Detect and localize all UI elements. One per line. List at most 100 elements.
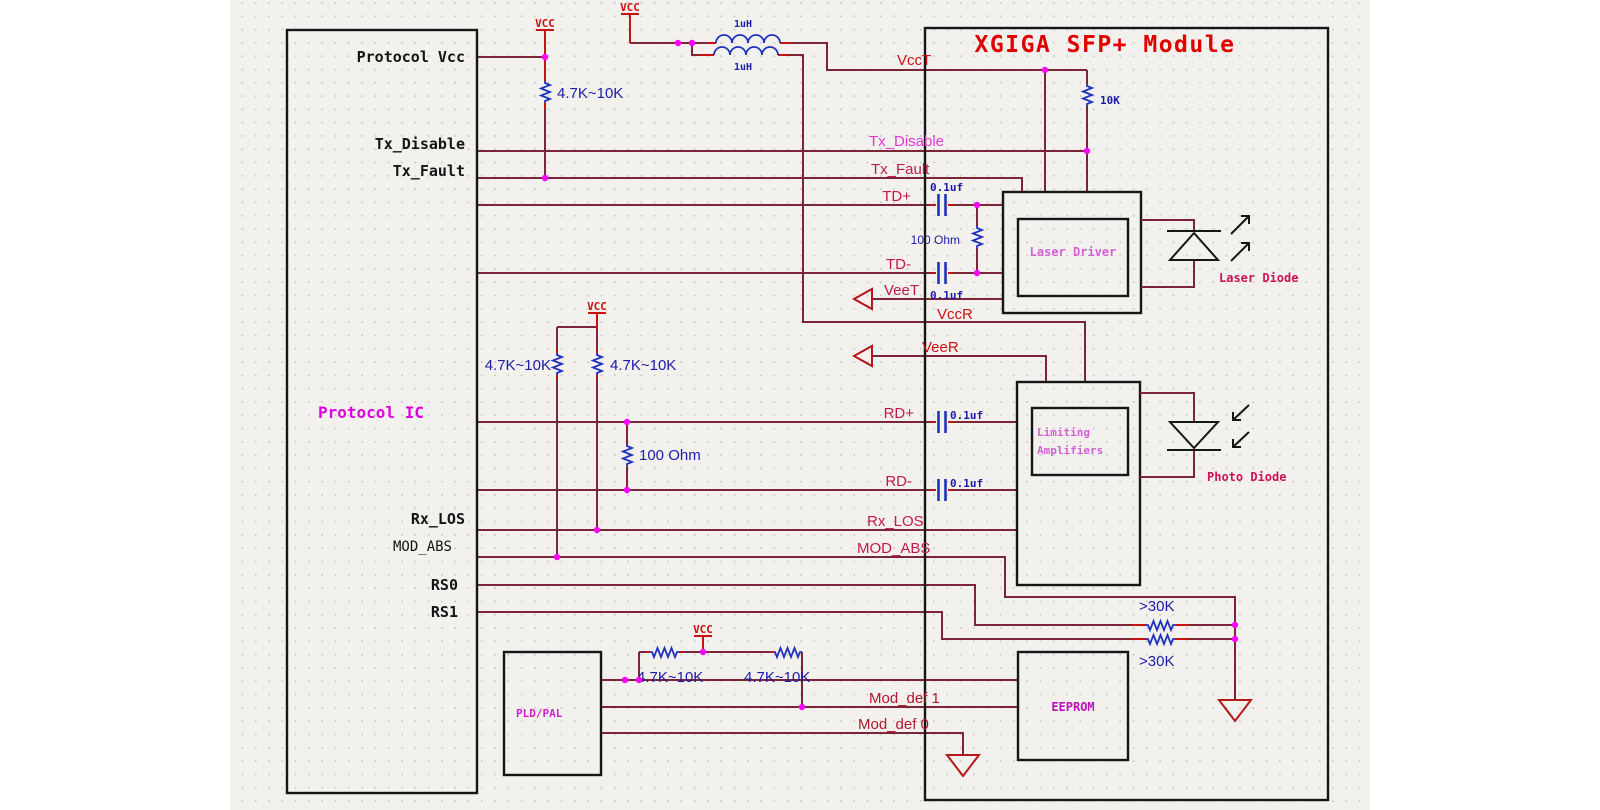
signal-label-tx-fault: Tx_Fault <box>871 161 930 178</box>
limiting-amplifiers-box: Limiting Amplifiers <box>1015 380 1142 587</box>
signal-label-td-plus: TD+ <box>882 188 911 205</box>
protocol-ic-label: Protocol IC <box>318 403 424 422</box>
wire-veer <box>872 355 1047 382</box>
signal-label-veer: VeeR <box>922 339 959 356</box>
sheet-grid <box>230 0 1370 810</box>
vcc-label: VCC <box>693 623 713 636</box>
junction-dot <box>973 201 981 209</box>
resistor-pullup-bottom-right: 4.7K~10K <box>744 645 810 686</box>
inductor-1uh-top: 1uH <box>708 19 791 44</box>
resistor-value: 4.7K~10K <box>485 357 551 374</box>
junction-dot <box>541 174 549 182</box>
capacitor-value: 0.1uf <box>950 409 983 422</box>
capacitor-td-minus: 0.1uf <box>930 262 963 302</box>
junction-dot <box>621 676 629 684</box>
resistor-value: 10K <box>1100 94 1120 107</box>
wire-vccr <box>789 54 1086 382</box>
laser-diode-icon <box>1141 215 1250 288</box>
junction-dot <box>699 648 707 656</box>
veet-arrow-icon <box>851 287 873 311</box>
junction-dot <box>541 53 549 61</box>
resistor-value: >30K <box>1139 598 1174 615</box>
signal-label-rx-los: Rx_LOS <box>867 513 924 530</box>
pld-pal-box: PLD/PAL <box>502 650 603 777</box>
resistor-30k-rs1: >30K <box>1132 632 1189 670</box>
wire-pullups-to-los-abs <box>556 375 598 557</box>
signal-label-mod-def1: Mod_def 1 <box>869 690 940 707</box>
photo-diode-icon <box>1140 392 1250 478</box>
limiting-amplifiers-label-line1: Limiting <box>1037 426 1090 439</box>
inductor-value: 1uH <box>734 19 752 30</box>
vcc-symbol-2: VCC <box>620 1 640 43</box>
vcc-label: VCC <box>620 1 640 14</box>
wire-pullup-rail <box>638 651 803 707</box>
photo-diode-label: Photo Diode <box>1207 470 1286 484</box>
junction-dot <box>553 553 561 561</box>
resistor-value: >30K <box>1139 653 1174 670</box>
resistor-100ohm-td: 100 Ohm <box>911 226 985 248</box>
eeprom-label: EEPROM <box>1051 700 1094 714</box>
laser-diode-label: Laser Diode <box>1219 271 1298 285</box>
wire-mod-def0 <box>601 732 964 755</box>
sfp-module-box <box>923 26 1330 802</box>
laser-emission-arrow-2 <box>1230 242 1250 262</box>
wire-vccr-tap <box>691 43 700 56</box>
signal-label-vccr: VccR <box>937 306 973 323</box>
junction-dot <box>973 269 981 277</box>
vcc-label: VCC <box>587 300 607 313</box>
ground-icon-moddef0 <box>944 754 982 778</box>
resistor-30k-rs0: >30K <box>1132 598 1189 633</box>
wire-tx-fault <box>477 177 1023 192</box>
signal-label-mod-def0: Mod_def 0 <box>858 716 929 733</box>
wire-rs0 <box>477 584 1235 626</box>
ground-icon-rs <box>1216 699 1254 723</box>
signal-label-rd-minus: RD- <box>885 473 912 490</box>
resistor-10k: 10K <box>1080 84 1120 107</box>
pin-label-rs0: RS0 <box>431 576 458 594</box>
protocol-ic-box <box>285 28 479 795</box>
junction-dot <box>674 39 682 47</box>
pin-label-tx-disable: Tx_Disable <box>375 135 465 153</box>
junction-dot <box>635 676 643 684</box>
pin-label-protocol-vcc: Protocol Vcc <box>357 48 465 66</box>
junction-dot <box>1041 66 1049 74</box>
resistor-pullup-mid-left: 4.7K~10K <box>485 349 565 379</box>
junction-dot <box>623 418 631 426</box>
pin-label-rs1: RS1 <box>431 603 458 621</box>
capacitor-td-plus: 0.1uf <box>930 181 963 216</box>
light-in-arrow-2 <box>1232 431 1250 448</box>
junction-dots <box>541 39 1239 711</box>
resistor-value: 4.7K~10K <box>557 85 623 102</box>
light-in-arrow-1 <box>1232 404 1250 421</box>
capacitor-rd-minus: 0.1uf <box>931 477 983 501</box>
pld-pal-label: PLD/PAL <box>516 707 563 720</box>
pin-label-tx-fault: Tx_Fault <box>393 162 465 180</box>
capacitor-value: 0.1uf <box>930 289 963 302</box>
capacitor-value: 0.1uf <box>930 181 963 194</box>
vcc-symbol-3: VCC <box>587 300 607 330</box>
pin-label-rx-los: Rx_LOS <box>411 510 465 528</box>
resistor-value: 4.7K~10K <box>637 669 703 686</box>
signal-label-vcct: VccT <box>897 52 931 69</box>
laser-emission-arrow-1 <box>1230 215 1250 235</box>
laser-driver-box: Laser Driver <box>1001 190 1143 315</box>
signal-label-mod-abs: MOD_ABS <box>857 540 930 557</box>
junction-dot <box>623 486 631 494</box>
inductor-1uh-bottom: 1uH <box>700 46 789 73</box>
resistor-pullup-top: 4.7K~10K <box>538 81 623 103</box>
junction-dot <box>1231 635 1239 643</box>
wire-mod-abs <box>477 556 1236 625</box>
signal-label-td-minus: TD- <box>886 256 911 273</box>
module-title: XGIGA SFP+ Module <box>975 32 1236 58</box>
laser-driver-label: Laser Driver <box>1030 245 1117 259</box>
resistor-pullup-mid-right: 4.7K~10K <box>590 349 676 379</box>
signal-label-rd-plus: RD+ <box>884 405 915 422</box>
capacitor-rd-plus: 0.1uf <box>931 409 983 433</box>
pin-label-mod-abs: MOD_ABS <box>393 539 452 555</box>
wire-vcct <box>791 42 1087 71</box>
resistor-value: 4.7K~10K <box>610 357 676 374</box>
wire-rs1 <box>477 611 1235 640</box>
inductor-value: 1uH <box>734 62 752 73</box>
